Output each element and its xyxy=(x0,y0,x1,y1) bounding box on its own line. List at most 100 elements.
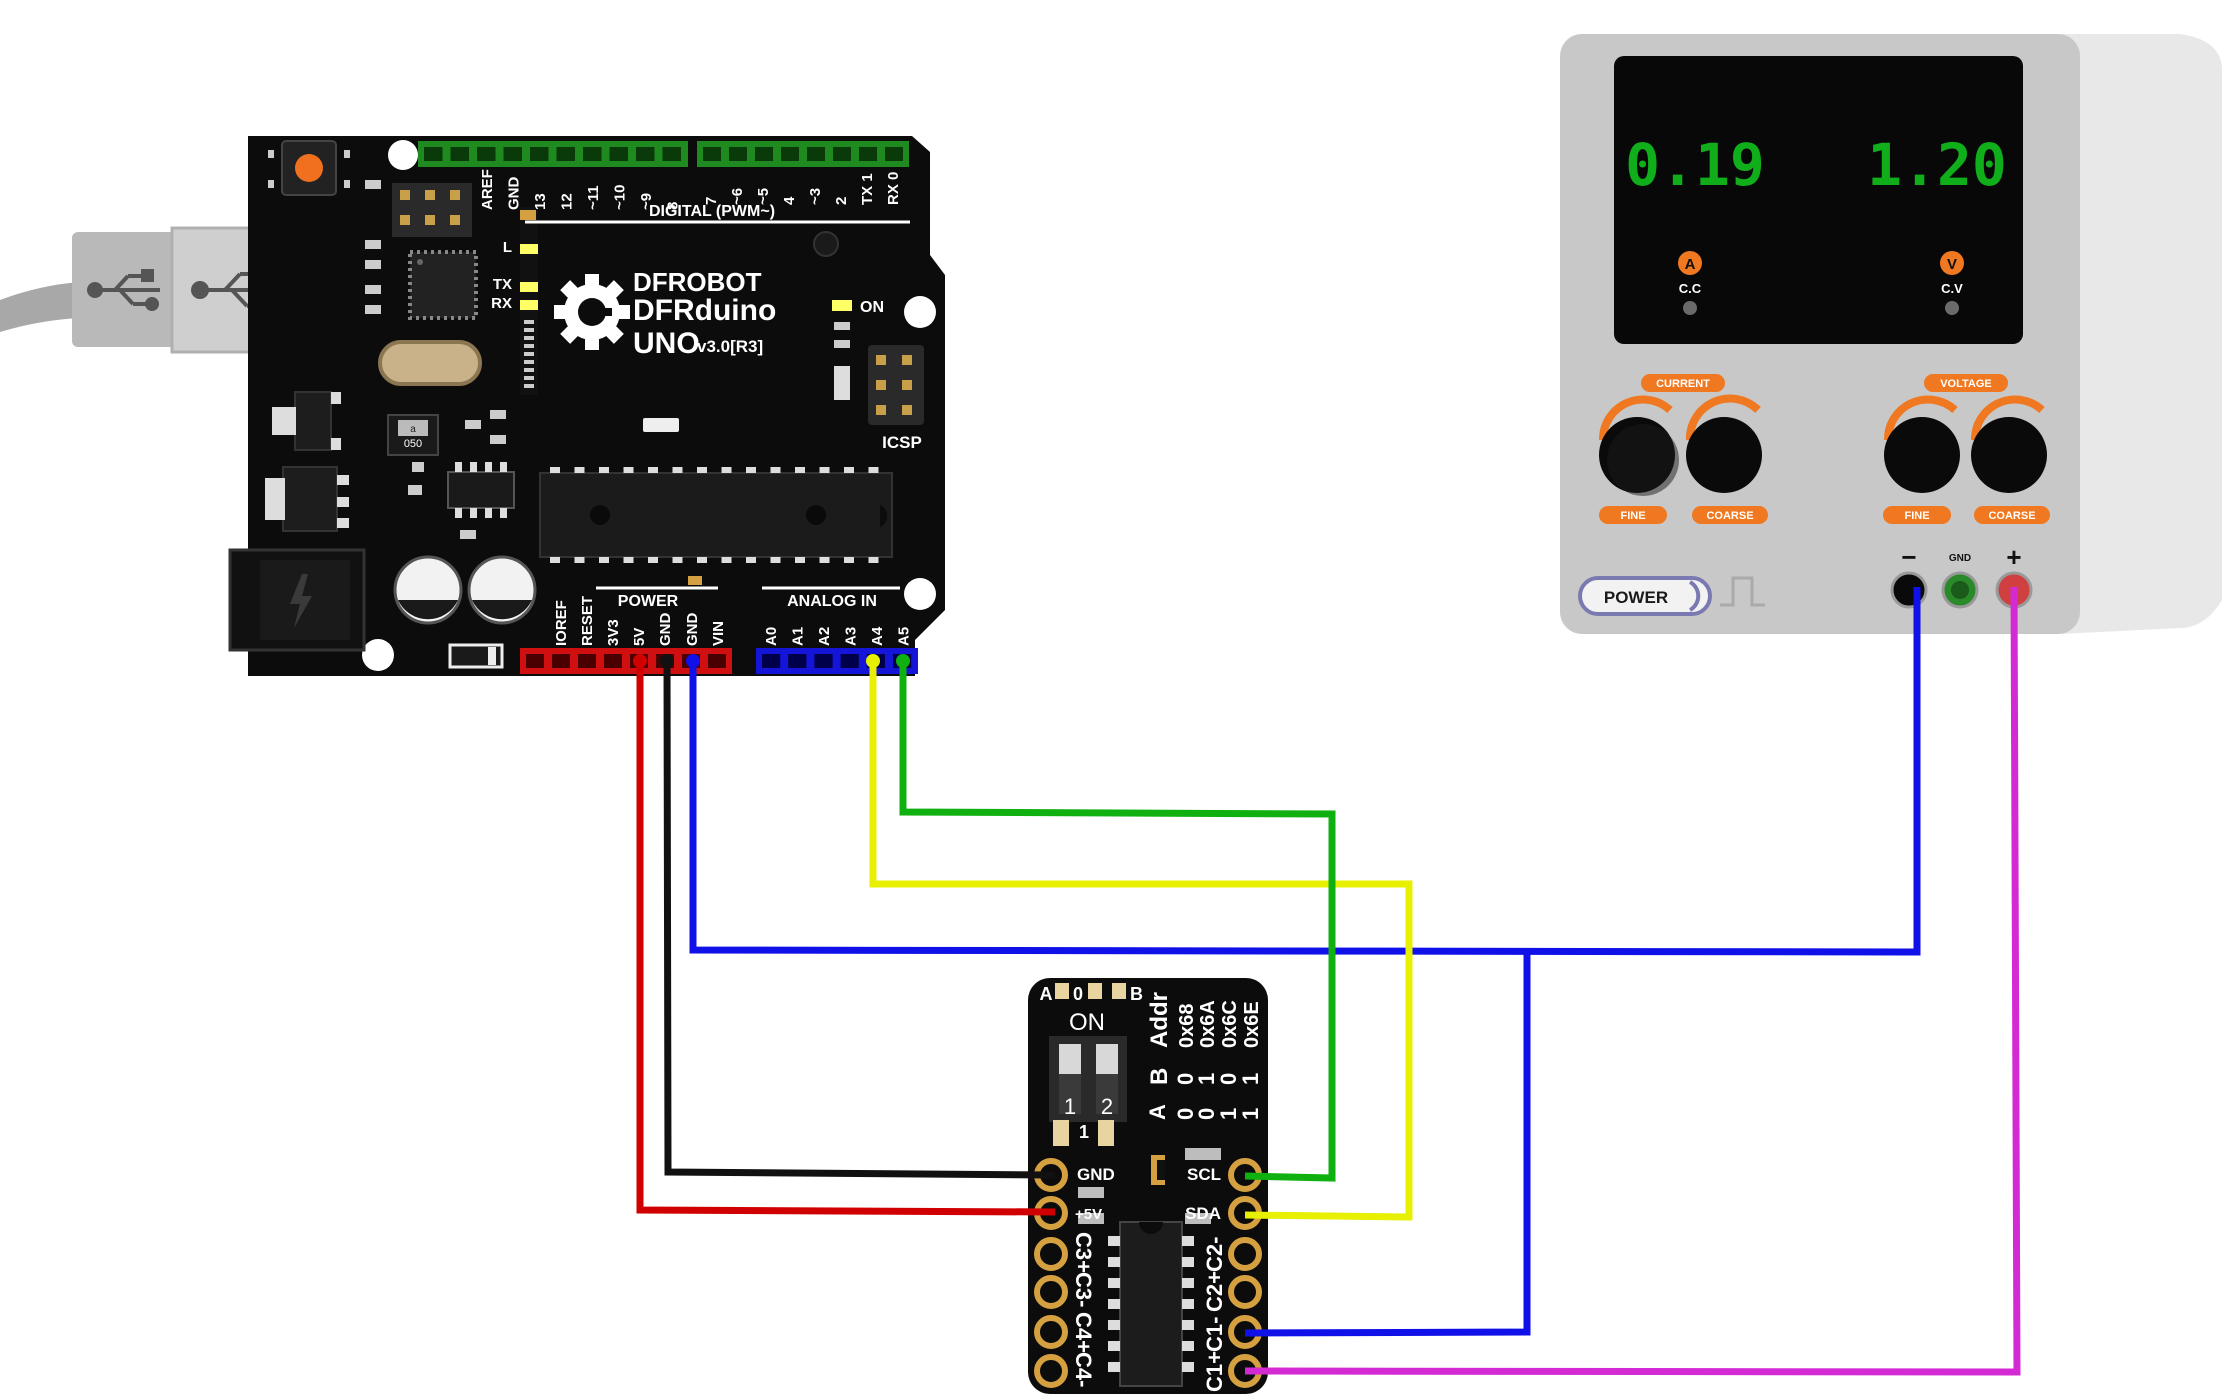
led-label-tx: TX xyxy=(493,276,512,293)
power-label: POWER xyxy=(618,593,679,610)
header-socket[interactable] xyxy=(762,654,781,668)
header-socket[interactable] xyxy=(636,147,655,161)
analog-pin-label: A3 xyxy=(843,627,860,646)
led-tx xyxy=(520,282,538,292)
header-socket[interactable] xyxy=(788,654,807,668)
current-knob-label: CURRENT xyxy=(1656,378,1710,390)
digital-pin-label: 4 xyxy=(781,196,798,205)
minus-terminal[interactable] xyxy=(1890,571,1928,609)
header-socket[interactable] xyxy=(814,654,833,668)
jumper-0-label: 0 xyxy=(1073,984,1083,1004)
digital-header-right[interactable] xyxy=(697,141,909,167)
addr-header-b: B xyxy=(1146,1068,1173,1085)
wire-gnd-black xyxy=(663,660,1056,1179)
digital-pin-label: 2 xyxy=(833,197,850,205)
header-socket[interactable] xyxy=(503,147,523,161)
header-socket[interactable] xyxy=(708,654,726,668)
usb-controller-chip xyxy=(408,250,478,320)
wire-blue-c1minus xyxy=(1244,952,1531,1337)
header-socket[interactable] xyxy=(526,654,544,668)
brand-name: DFROBOT xyxy=(633,267,762,297)
icsp-header: ICSP xyxy=(868,345,924,452)
address-dip-switch[interactable]: 1 2 xyxy=(1049,1036,1127,1122)
header-socket[interactable] xyxy=(530,147,549,161)
psu-display xyxy=(1614,56,2023,344)
addr-col-a: 1 xyxy=(1216,1108,1241,1120)
module-pin-label-c: C4- xyxy=(1071,1352,1096,1387)
module-pin-label-c: C2- xyxy=(1202,1237,1227,1272)
header-socket[interactable] xyxy=(424,147,443,161)
current-fine-knob[interactable] xyxy=(1598,395,1679,496)
header-socket[interactable] xyxy=(885,147,903,161)
power-pin-label: GND xyxy=(657,613,674,647)
header-socket[interactable] xyxy=(609,147,629,161)
header-socket[interactable] xyxy=(578,654,596,668)
mounting-hole xyxy=(904,578,936,610)
power-pin-label: GND xyxy=(684,613,701,647)
header-socket[interactable] xyxy=(781,147,799,161)
gnd-terminal-label: GND xyxy=(1949,553,1971,564)
module-pin-label-c: C1- xyxy=(1202,1317,1227,1352)
module-pin-left[interactable] xyxy=(1034,1315,1068,1349)
wires xyxy=(636,586,2021,1376)
header-socket[interactable] xyxy=(583,147,602,161)
header-socket[interactable] xyxy=(729,147,747,161)
icsp-header-small xyxy=(392,183,472,237)
wire-sda-yellow xyxy=(869,661,1413,1221)
header-socket[interactable] xyxy=(477,147,496,161)
header-socket[interactable] xyxy=(604,654,622,668)
digital-header-left[interactable] xyxy=(418,141,688,167)
addr-col-b: 1 xyxy=(1238,1073,1263,1085)
wire-scl-green xyxy=(899,661,1336,1182)
analog-pin-label: A4 xyxy=(869,626,886,646)
header-socket[interactable] xyxy=(833,147,851,161)
digital-header-label: DIGITAL (PWM~) xyxy=(649,203,775,220)
pulse-icon xyxy=(1720,576,1765,607)
digital-pin-label: ~5 xyxy=(755,188,772,205)
analog-header[interactable] xyxy=(756,648,918,674)
header-socket[interactable] xyxy=(840,654,859,668)
module-pin-left[interactable] xyxy=(1034,1354,1068,1388)
analog-pin-label: A0 xyxy=(763,627,780,646)
mounting-hole xyxy=(904,296,936,328)
voltage-coarse-knob[interactable] xyxy=(1970,395,2047,493)
psu-power-button[interactable]: POWER xyxy=(1578,576,1712,616)
module-pin-right[interactable] xyxy=(1228,1275,1262,1309)
power-header[interactable] xyxy=(520,648,732,674)
smd-resistor xyxy=(643,418,679,432)
cc-label: C.C xyxy=(1679,281,1702,296)
header-socket[interactable] xyxy=(703,147,721,161)
voltage-fine-knob[interactable] xyxy=(1883,395,1960,493)
header-socket[interactable] xyxy=(662,147,682,161)
module-pin-right[interactable] xyxy=(1228,1237,1262,1271)
header-socket[interactable] xyxy=(556,147,576,161)
current-coarse-label: COARSE xyxy=(1706,510,1753,522)
module-pin-left[interactable] xyxy=(1034,1237,1068,1271)
voltage-regulator xyxy=(272,391,341,451)
header-socket[interactable] xyxy=(755,147,773,161)
header-socket[interactable] xyxy=(859,147,877,161)
analog-label: ANALOG IN xyxy=(787,593,877,610)
module-pin-left[interactable] xyxy=(1034,1275,1068,1309)
board-version-sub: v3.0[R3] xyxy=(697,337,763,356)
current-readout: 0.19 xyxy=(1625,131,1765,199)
power-pin-label: 3V3 xyxy=(605,619,622,646)
led-column: L TX RX xyxy=(491,207,538,395)
wire-endpoints xyxy=(633,654,910,668)
header-socket[interactable] xyxy=(450,147,470,161)
minus-terminal-label: − xyxy=(1901,542,1916,572)
digital-pin-label: TX 1 xyxy=(859,173,876,205)
power-pin-label: 5V xyxy=(631,628,648,646)
digital-pin-label: 13 xyxy=(532,193,549,210)
header-socket[interactable] xyxy=(552,654,570,668)
dc-power-jack xyxy=(228,548,366,652)
digital-pin-label: 12 xyxy=(559,193,576,210)
led-label-rx: RX xyxy=(491,295,512,312)
current-coarse-knob[interactable] xyxy=(1685,394,1762,493)
header-socket[interactable] xyxy=(807,147,825,161)
addr-col-a: 1 xyxy=(1238,1108,1263,1120)
digital-pin-label: ~11 xyxy=(585,185,602,210)
switch-1-label: 1 xyxy=(1064,1094,1076,1119)
addr-col-a: A xyxy=(1145,1104,1170,1120)
